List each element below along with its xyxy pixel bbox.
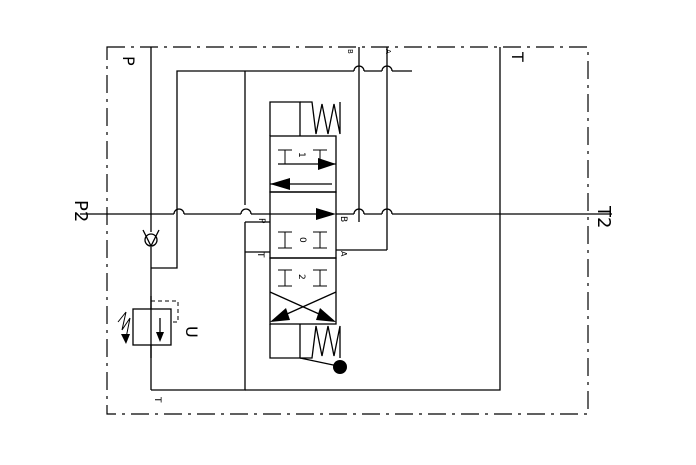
- label-line-a: A: [384, 49, 392, 54]
- spring-top: [269, 101, 341, 136]
- label-port-p2: P2: [70, 200, 91, 222]
- label-position-1: 1: [296, 152, 306, 158]
- label-port-t: T: [508, 51, 527, 62]
- spring-bottom: [269, 324, 347, 374]
- label-valve-b: B: [338, 216, 348, 222]
- main-line: [80, 208, 612, 215]
- label-valve-t: T: [255, 251, 265, 258]
- branch-line: [151, 70, 354, 269]
- label-position-2: 2: [296, 274, 306, 280]
- label-line-b: B: [346, 49, 354, 54]
- assembly-boundary: [106, 46, 589, 415]
- label-relief-u: U: [182, 326, 201, 338]
- label-drain-t: T: [152, 396, 162, 403]
- check-valve: [142, 229, 160, 248]
- directional-valve: [269, 135, 337, 325]
- relief-valve: [117, 296, 179, 358]
- tank-line-inner: [151, 222, 246, 391]
- label-port-t2: T2: [593, 205, 614, 228]
- label-valve-p: P: [256, 218, 266, 224]
- label-position-0: 0: [297, 237, 307, 243]
- label-valve-a: A: [339, 251, 348, 257]
- label-port-p: P: [119, 56, 138, 66]
